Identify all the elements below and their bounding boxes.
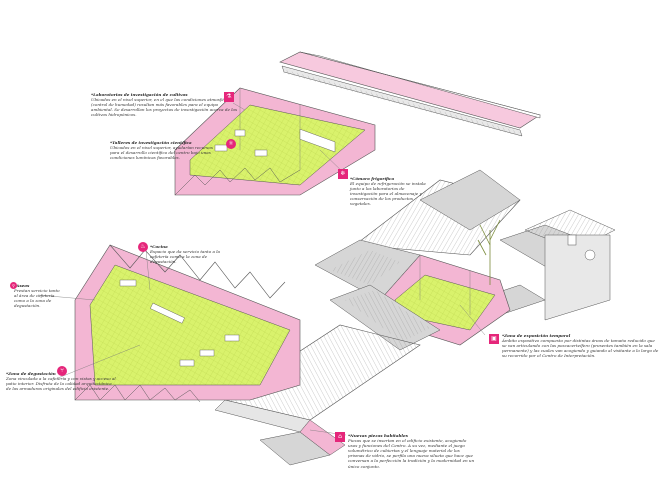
label-aseos: *Aseos Prestan servicio tanto al área de… bbox=[14, 283, 64, 308]
label-degustacion: *Zona de degustación Zona vinculada a la… bbox=[6, 371, 116, 391]
wc-icon: ⚲ bbox=[10, 282, 17, 289]
label-talleres-body: Ubicados en el nivel superior, ayudarían… bbox=[110, 145, 213, 161]
label-cocina-body: Espacio que da servicio tanto a la cafet… bbox=[150, 249, 220, 265]
upper-laboratories-wing bbox=[174, 87, 376, 196]
thermometer-icon: ❄ bbox=[338, 169, 348, 179]
label-degustacion-title: *Zona de degustación bbox=[6, 371, 56, 376]
label-laboratorios-title: *Laboratorios de investigación de cultiv… bbox=[91, 92, 188, 97]
label-exposicion-title: *Zona de exposición temporal bbox=[502, 333, 571, 338]
label-nuevas-title: *Nuevas piezas habitables bbox=[348, 433, 408, 438]
label-laboratorios-body: Ubicados en el nivel superior, en el que… bbox=[91, 97, 238, 118]
label-aseos-title: *Aseos bbox=[14, 283, 30, 288]
frame-icon: ▣ bbox=[489, 334, 499, 344]
label-exposicion-body: Ámbito expositivo compuesto por distinta… bbox=[502, 338, 659, 359]
label-nuevas-body: Piezas que se insertan en el edificio ex… bbox=[348, 438, 475, 469]
label-camara-title: *Cámara frigorífica bbox=[350, 176, 395, 181]
detached-roof bbox=[279, 51, 541, 137]
atom-icon: ⚛ bbox=[226, 139, 236, 149]
label-talleres: *Talleres de investigación científica Ub… bbox=[110, 140, 220, 160]
fork-knife-icon: ⑂ bbox=[57, 366, 67, 376]
house-icon: ⌂ bbox=[335, 432, 345, 442]
central-grey-gable bbox=[314, 239, 441, 351]
label-cocina-title: *Cocina bbox=[150, 244, 168, 249]
label-camara-body: El equipo de refrigeración se instala ju… bbox=[350, 181, 426, 207]
label-exposicion: *Zona de exposición temporal Ámbito expo… bbox=[502, 333, 660, 358]
label-degustacion-body: Zona vinculada a la cafetería y con vist… bbox=[6, 376, 116, 392]
label-laboratorios: *Laboratorios de investigación de cultiv… bbox=[91, 92, 241, 117]
pot-icon: ♨ bbox=[138, 242, 148, 252]
lower-long-building bbox=[214, 324, 421, 466]
label-nuevas: *Nuevas piezas habitables Piezas que se … bbox=[348, 433, 476, 469]
label-talleres-title: *Talleres de investigación científica bbox=[110, 140, 192, 145]
left-cafeteria-wing bbox=[74, 244, 301, 403]
label-cocina: *Cocina Espacio que da servicio tanto a … bbox=[150, 244, 230, 264]
label-aseos-body: Prestan servicio tanto al área de cafete… bbox=[14, 288, 60, 309]
flask-icon: ⚗ bbox=[224, 92, 234, 102]
label-camara: *Cámara frigorífica El equipo de refrige… bbox=[350, 176, 432, 207]
